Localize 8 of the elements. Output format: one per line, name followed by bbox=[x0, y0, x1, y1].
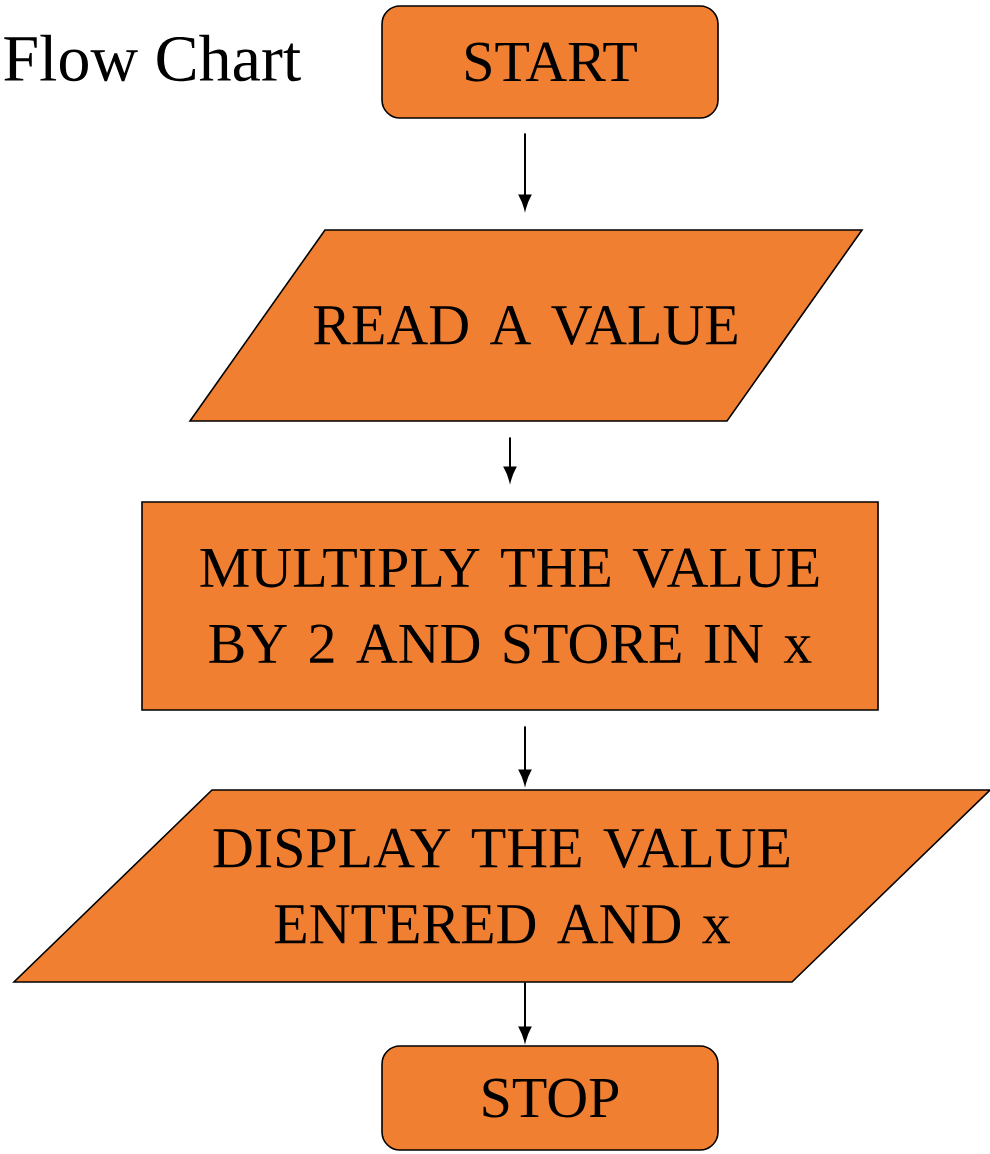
process-box: MULTIPLY THE VALUE BY 2 AND STORE IN x bbox=[141, 501, 879, 711]
chart-title: Flow Chart bbox=[4, 34, 301, 82]
arrow bbox=[503, 436, 517, 482]
arrow bbox=[518, 981, 532, 1042]
terminal-box: START bbox=[381, 5, 719, 119]
terminal-box: STOP bbox=[381, 1045, 719, 1151]
arrow bbox=[518, 132, 532, 210]
arrow bbox=[518, 725, 532, 785]
